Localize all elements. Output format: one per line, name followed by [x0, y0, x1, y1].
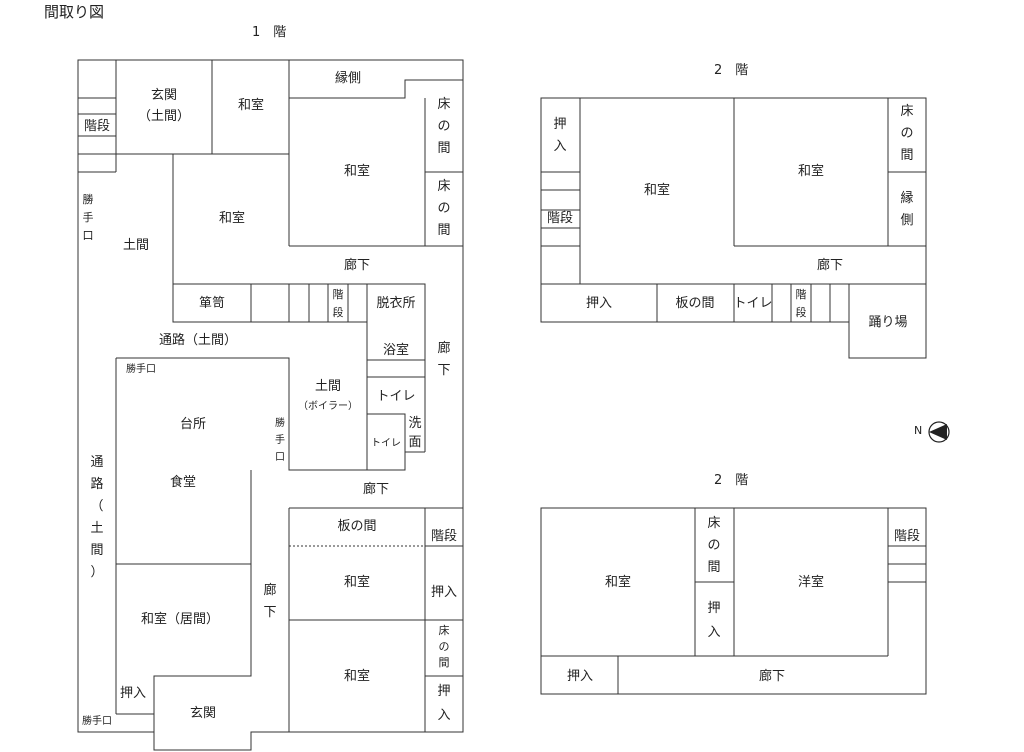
f1-washitsu-mid-label: 和室 — [219, 210, 245, 226]
f2a-kaidan-label: 階段 — [547, 211, 573, 226]
f2a-toire-label: トイレ — [733, 296, 772, 311]
f1-genkan2-label: 玄関 — [190, 706, 216, 721]
f1-doma-label: 土間 — [123, 238, 149, 253]
floor1-plan: 1 階 玄関 （土間） 和室 縁側 床の間 床の間 — [77, 25, 464, 751]
f1-doma-boiler-label: 土間 — [315, 379, 341, 394]
compass-label: N — [914, 424, 922, 437]
f1-roka-mid-label: 廊下 — [363, 481, 389, 497]
f2a-oshiire-bottom-label: 押入 — [586, 296, 612, 311]
f1-tsuro-left-label: 通路（土間） — [90, 455, 103, 580]
f1-katteguchi-inner-label: 勝手口 — [126, 362, 156, 375]
f1-katteguchi-side-label: 勝手口 — [275, 416, 285, 463]
f1-tsuro-doma-label: 通路（土間） — [159, 332, 237, 348]
f1-washitsu-low2-label: 和室 — [344, 668, 370, 684]
f2a-washitsu-left-label: 和室 — [644, 182, 670, 198]
f1-shokudo-label: 食堂 — [170, 474, 196, 490]
f1-genkan-label: 玄関 — [151, 88, 177, 103]
f1-washitsu-low1-label: 和室 — [344, 574, 370, 590]
f1-toko2-label: 床の間 — [437, 179, 450, 238]
f1-washitsu-big-label: 和室 — [344, 163, 370, 179]
floor2b-plan: 2 階 和室 床の間 押入 洋室 階段 押入 廊下 — [540, 473, 927, 695]
floor2b-outline — [540, 507, 927, 695]
floor1-heading: 1 階 — [252, 25, 286, 40]
f1-washitsu-top-label: 和室 — [238, 97, 264, 113]
f1-yokushitsu-label: 浴室 — [383, 342, 409, 358]
f1-katteguchi-left-label: 勝手口 — [83, 192, 94, 242]
f2b-toko-label: 床の間 — [707, 516, 720, 575]
f2a-engawa-label: 縁側 — [900, 190, 913, 228]
f1-katteguchi-bottom-label: 勝手口 — [82, 714, 112, 727]
f1-roka-vertical-label: 廊下 — [263, 582, 276, 620]
f2a-roka-label: 廊下 — [817, 257, 843, 273]
f1-oshiire3-label: 押入 — [437, 684, 450, 723]
f2a-toko-label: 床の間 — [900, 104, 913, 163]
f1-kaidan3-label: 階段 — [431, 529, 457, 544]
f2b-kaidan-label: 階段 — [894, 529, 920, 544]
f1-oshiire2-label: 押入 — [120, 686, 146, 701]
page-title: 間取り図 — [44, 3, 104, 21]
floor1-outline — [77, 59, 464, 751]
f2a-itanoma-label: 板の間 — [675, 296, 714, 311]
f2b-oshiire-bottom-label: 押入 — [567, 669, 593, 684]
floor2a-plan: 2 階 押入 和室 和室 床の間 縁側 階段 廊下 押入 板の間 トイレ 階段 … — [540, 63, 927, 359]
f2a-oshiire-left-label: 押入 — [553, 117, 566, 154]
f1-engawa-label: 縁側 — [335, 70, 361, 86]
f1-roka-right-label: 廊下 — [437, 340, 450, 378]
f1-toire1-label: トイレ — [376, 389, 415, 404]
f2a-odoriba-label: 踊り場 — [868, 315, 907, 330]
f1-toko3-label: 床の間 — [439, 623, 450, 669]
f1-datsuijo-label: 脱衣所 — [376, 295, 415, 311]
floor2b-heading: 2 階 — [714, 473, 748, 488]
f2a-kaidan2-label: 階段 — [796, 287, 807, 319]
f1-kaidan2-label: 階段 — [333, 287, 344, 319]
f1-itanoma-label: 板の間 — [337, 519, 376, 534]
f2b-oshiire-mid-label: 押入 — [707, 601, 720, 640]
f1-boiler-label: （ボイラー） — [298, 400, 358, 412]
f1-sen-label: 洗 — [408, 416, 421, 431]
f1-toire2-label: トイレ — [371, 438, 401, 449]
f2b-roka-label: 廊下 — [759, 668, 785, 684]
f2a-washitsu-right-label: 和室 — [798, 163, 824, 179]
f1-kaidan-label: 階段 — [84, 119, 110, 134]
f2b-yoshitsu-label: 洋室 — [798, 574, 824, 590]
f1-genkan-sub-label: （土間） — [138, 109, 190, 124]
f1-tansu-label: 箪笥 — [199, 295, 225, 311]
f1-roka-top-label: 廊下 — [344, 257, 370, 273]
f1-men-label: 面 — [408, 435, 421, 450]
floor2a-outline — [540, 97, 927, 359]
f1-toko-label: 床の間 — [437, 97, 450, 156]
floor2a-heading: 2 階 — [714, 63, 748, 78]
f1-daidokoro-label: 台所 — [180, 417, 206, 432]
f2b-washitsu-label: 和室 — [605, 574, 631, 590]
f1-washitsu-ima-label: 和室（居間） — [141, 611, 219, 627]
f1-oshiire1-label: 押入 — [431, 585, 457, 600]
north-compass-icon: N — [914, 421, 950, 443]
